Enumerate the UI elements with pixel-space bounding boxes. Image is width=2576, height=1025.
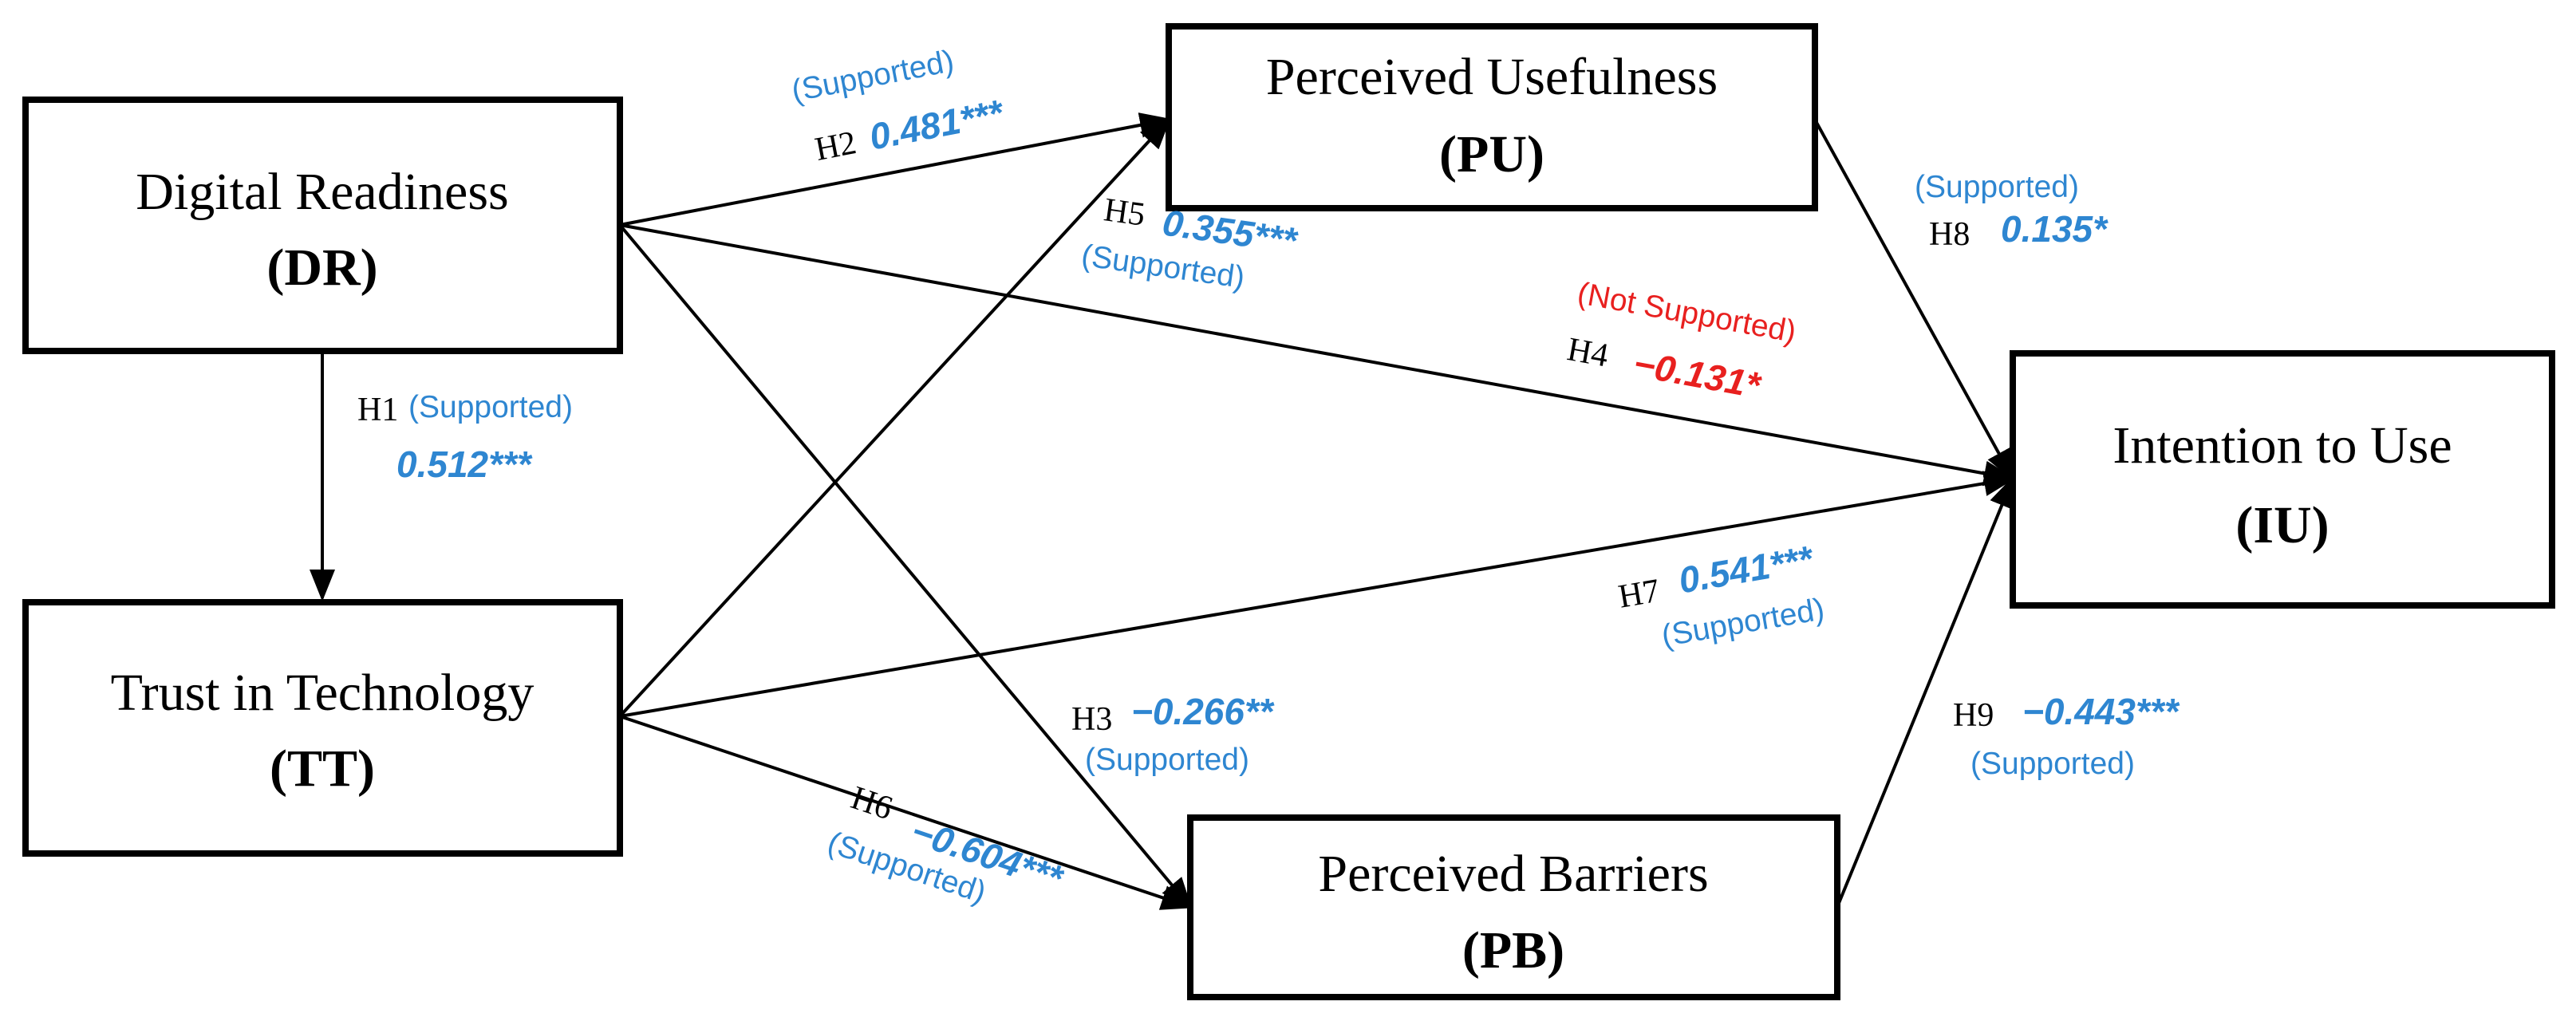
h1-label: H1	[357, 392, 398, 428]
node-pu-abbr: (PU)	[1439, 125, 1544, 183]
edge-h4-dr-iu	[619, 223, 2016, 487]
h7-annotation: H7 0.541*** (Supported)	[1615, 538, 1827, 654]
h8-annotation: (Supported) H8 0.135*	[1915, 170, 2109, 253]
edge-h2-dr-pu	[619, 112, 1172, 227]
node-iu-title: Intention to Use	[2112, 416, 2452, 475]
h2-coef: 0.481***	[866, 91, 1008, 157]
node-dr-abbr: (DR)	[266, 239, 377, 297]
edge-h3-dr-pb	[618, 223, 1193, 910]
node-tt: Trust in Technology (TT)	[22, 599, 623, 857]
node-tt-title: Trust in Technology	[111, 664, 535, 722]
node-iu-abbr: (IU)	[2235, 496, 2329, 554]
h1-annotation: H1 (Supported) 0.512***	[357, 390, 573, 485]
h3-coef: −0.266**	[1131, 691, 1275, 732]
h8-label: H8	[1929, 216, 1970, 253]
h7-label: H7	[1615, 573, 1662, 616]
h4-label: H4	[1564, 331, 1611, 374]
node-dr-title: Digital Readiness	[136, 163, 508, 221]
node-pu-box	[1166, 23, 1818, 211]
node-pu: Perceived Usefulness (PU)	[1166, 23, 1818, 211]
h8-status: (Supported)	[1915, 170, 2079, 204]
h3-annotation: H3 −0.266** (Supported)	[1071, 691, 1275, 777]
node-iu: Intention to Use (IU)	[2010, 350, 2555, 609]
h9-annotation: H9 −0.443*** (Supported)	[1953, 691, 2180, 781]
node-dr-box	[22, 97, 623, 354]
h9-coef: −0.443***	[2022, 691, 2180, 732]
node-tt-abbr: (TT)	[270, 739, 375, 798]
h1-coef: 0.512***	[396, 444, 533, 485]
h2-label: H2	[812, 124, 859, 168]
node-dr: Digital Readiness (DR)	[22, 97, 623, 354]
h4-annotation: (Not Supported) H4 −0.131*	[1564, 276, 1799, 406]
h8-coef: 0.135*	[2001, 208, 2109, 250]
edges	[310, 112, 2016, 910]
h2-annotation: (Supported) H2 0.481***	[789, 44, 1008, 168]
node-pb: Perceived Barriers (PB)	[1187, 814, 1840, 1000]
h7-coef: 0.541***	[1675, 538, 1817, 601]
node-pb-title: Perceived Barriers	[1318, 845, 1708, 903]
node-pb-abbr: (PB)	[1462, 921, 1564, 980]
node-pu-title: Perceived Usefulness	[1266, 48, 1718, 106]
h1-status: (Supported)	[408, 390, 573, 424]
node-tt-box	[22, 599, 623, 857]
h5-label: H5	[1102, 191, 1147, 234]
h9-label: H9	[1953, 697, 1994, 734]
edge-h7-tt-iu	[619, 471, 2016, 718]
h6-label: H6	[846, 779, 897, 827]
node-pb-box	[1187, 814, 1840, 1000]
edge-h8-pu-iu	[1813, 119, 2014, 482]
edge-h9-pb-iu	[1836, 475, 2014, 908]
h7-status: (Supported)	[1659, 592, 1827, 653]
h2-status: (Supported)	[789, 44, 957, 108]
h6-annotation: H6 −0.604*** (Supported)	[823, 779, 1069, 910]
h3-status: (Supported)	[1085, 743, 1249, 777]
edge-h6-tt-pb	[619, 715, 1193, 910]
edge-h5-tt-pu	[618, 117, 1171, 718]
h3-label: H3	[1071, 701, 1112, 738]
node-iu-box	[2010, 350, 2555, 609]
h9-status: (Supported)	[1970, 747, 2135, 781]
h4-coef: −0.131*	[1631, 342, 1765, 406]
